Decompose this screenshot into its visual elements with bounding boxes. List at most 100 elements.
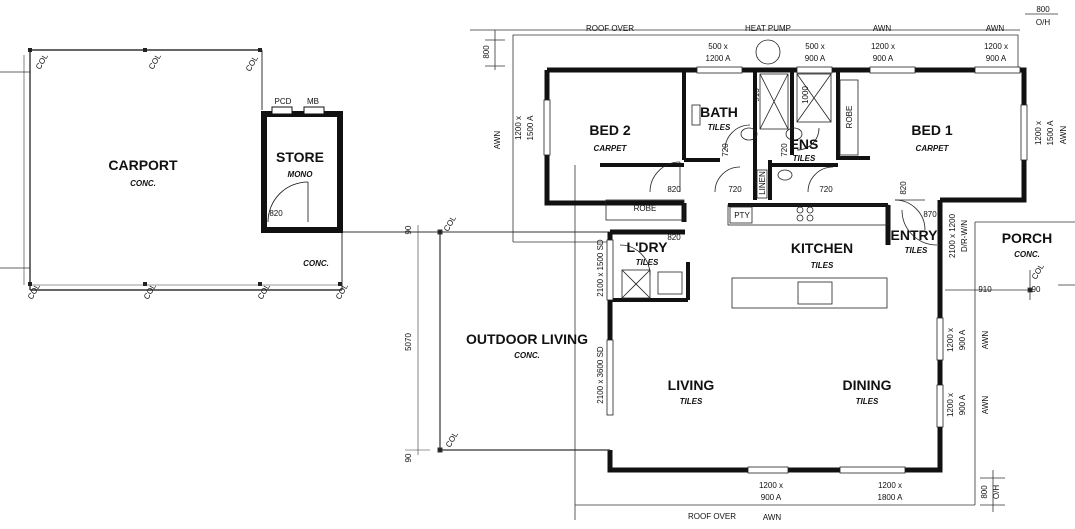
entry-finish: TILES [905,246,928,255]
room-labels: CARPORT CONC. CONC. STORE MONO BED 2 CAR… [108,104,1052,406]
outdoor-finish: CONC. [514,351,540,360]
overhang-bottom: 800 [980,485,989,499]
bed2-label: BED 2 [589,122,630,138]
door-label: 720 [780,143,789,157]
door-label: 720 [728,185,742,194]
overhang-top: 800 [1036,5,1050,14]
kitchen-finish: TILES [811,261,834,270]
dimension-label: 913 [752,88,761,102]
robe-label: ROBE [634,204,657,213]
window-label: 1200 A [706,54,732,63]
dimension-label: AWN [981,331,990,350]
carport-slab-finish: CONC. [303,259,329,268]
eaves-outline [470,13,1075,520]
carport-label: CARPORT [108,157,178,173]
door-label: 820 [667,185,681,194]
window-label: 1200 x [759,481,783,490]
window-label: 1200 x [984,42,1008,51]
dimension-label: 1000 [801,86,810,104]
window-label: 1200 x [514,116,523,140]
col-labels: COL COL COL COL COL COL COL COL COL COL [26,52,1046,449]
door-label: 820 [899,181,908,195]
col-label: COL [147,52,163,71]
window-label: 900 A [805,54,826,63]
living-finish: TILES [680,397,703,406]
overhang-bottom-oh: O/H [992,485,1001,499]
roof-over-bottom: ROOF OVER [688,512,736,521]
window-label: 1500 A [526,115,535,141]
outdoor-living-outline [405,225,610,455]
carport-finish: CONC. [130,179,156,188]
window-label: 900 A [873,54,894,63]
roof-over-top: ROOF OVER [586,24,634,33]
window-openings [543,39,1028,474]
window-label: D/R-W/N [960,220,969,252]
dimension-label: 90 [1032,285,1041,294]
bed1-finish: CARPET [916,144,950,153]
living-label: LIVING [668,377,715,393]
carport-columns [28,48,342,286]
window-label: 900 A [761,493,782,502]
bottom-labels: ROOF OVER AWN 800 O/H [688,485,1001,522]
dining-label: DINING [843,377,892,393]
carport-outline [0,49,610,291]
bath-finish: TILES [708,123,731,132]
ens-label: ENS [790,136,819,152]
dimension-label: AWN [493,131,502,150]
overhang-top-oh: O/H [1036,18,1050,27]
fixture-labels: ROBE ROBE LINEN PTY PCD MB HEAT PUMP [275,24,854,220]
dimension-label: 90 [404,225,413,234]
entry-label: ENTRY [891,227,939,243]
window-label: 1200 x [878,481,902,490]
ens-finish: TILES [793,154,816,163]
window-label: 900 A [986,54,1007,63]
window-label: 1200 x [946,393,955,417]
window-label: 500 x [805,42,825,51]
bed2-finish: CARPET [594,144,628,153]
door-label: 720 [819,185,833,194]
window-label: 1200 x [871,42,895,51]
awn-top-2: AWN [986,24,1005,33]
window-label: 2100 x 1500 SD [596,239,605,297]
heat-pump-label: HEAT PUMP [745,24,791,33]
window-label: 1500 A [1046,120,1055,146]
awn-top-1: AWN [873,24,892,33]
col-label: COL [1030,262,1046,281]
window-labels: 500 x 1200 A 500 x 900 A 1200 x 900 A 12… [514,42,1055,502]
door-label: 820 [269,209,283,218]
laundry-finish: TILES [636,258,659,267]
store-finish: MONO [288,170,314,179]
pantry-label: PTY [734,211,750,220]
window-label: 900 A [958,394,967,415]
kitchen-label: KITCHEN [791,240,853,256]
door-label: 720 [721,143,730,157]
eave-left: 800 [482,45,491,59]
laundry-label: L'DRY [627,239,669,255]
door-labels: 820 820 720 720 720 720 820 820 870 [269,143,937,242]
dimension-label: 5070 [404,333,413,351]
dimension-label: 910 [978,285,992,294]
col-label: COL [334,282,350,301]
dimension-label: AWN [1059,126,1068,145]
window-label: 500 x [708,42,728,51]
top-labels: ROOF OVER AWN AWN 800 O/H 800 [482,5,1050,59]
window-label: 1200 x [946,328,955,352]
window-label: 1800 A [878,493,904,502]
bath-label: BATH [700,104,738,120]
window-label: 2100 x 3600 SD [596,346,605,404]
porch-label: PORCH [1002,230,1053,246]
thin-lines [605,73,938,309]
window-label: 1200 x [1034,121,1043,145]
dimension-label: 90 [404,453,413,462]
pcd-label: PCD [275,97,292,106]
store-label: STORE [276,149,324,165]
col-label: COL [442,214,458,233]
col-label: COL [444,430,460,449]
dining-finish: TILES [856,397,879,406]
store-walls [261,106,343,233]
awn-bottom: AWN [763,513,782,522]
window-label: 2100 x 1200 [948,213,957,258]
col-label: COL [244,54,260,73]
porch-outline [974,222,1075,300]
